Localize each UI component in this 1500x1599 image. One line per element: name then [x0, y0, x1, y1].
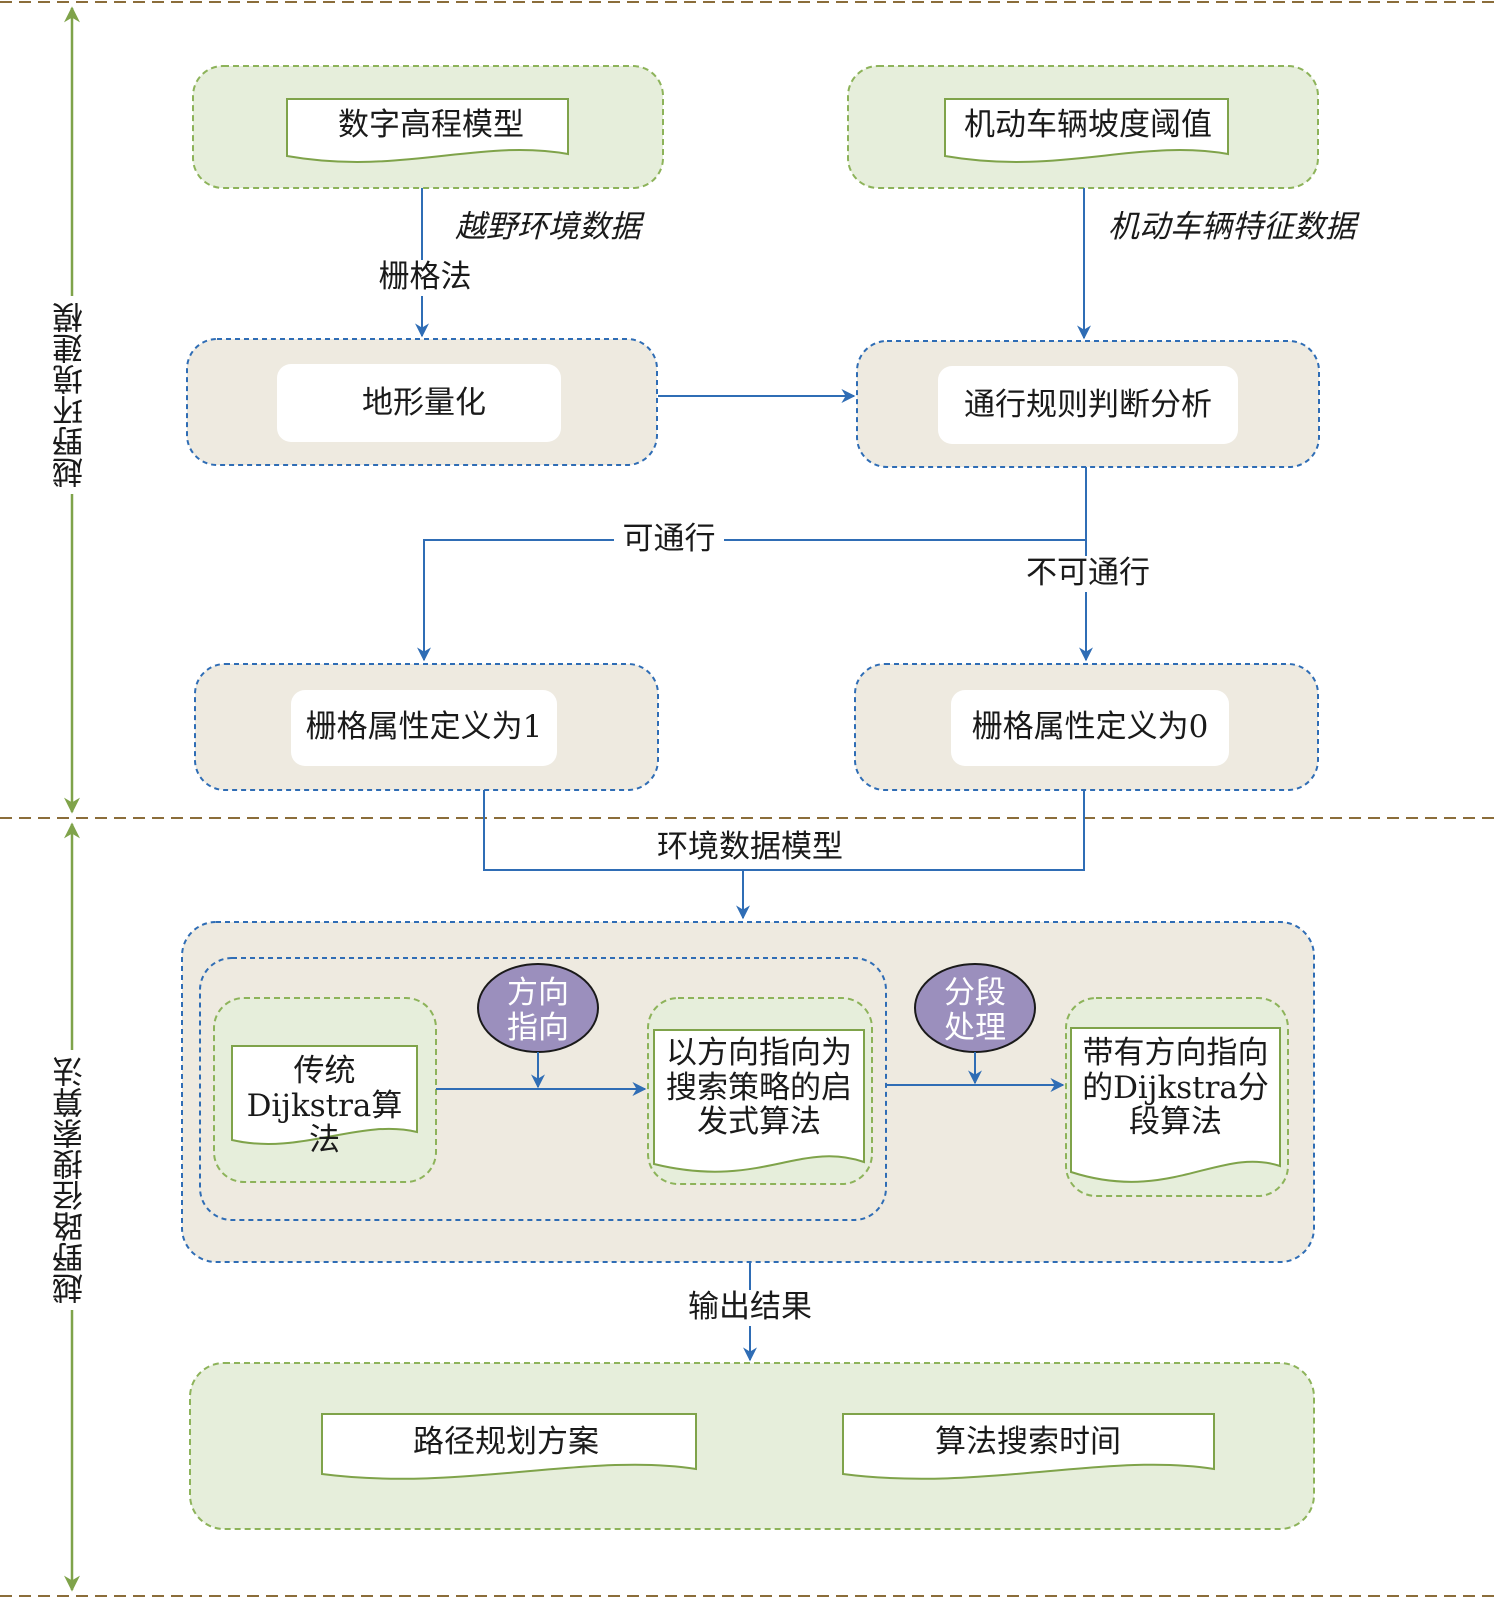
attr-1-node: 栅格属性定义为1 [305, 709, 543, 745]
heuristic-document [653, 1029, 865, 1173]
attr-0-box [951, 690, 1229, 766]
edge-label-raster-method: 栅格法 [378, 259, 472, 295]
label-bg [1018, 556, 1158, 592]
search-time-node: 算法搜索时间 [935, 1424, 1121, 1460]
slope-threshold-document [944, 98, 1229, 163]
rule-analysis-node: 通行规则判断分析 [964, 387, 1212, 423]
attr-1-box [291, 690, 557, 766]
edge-label-passable: 可通行 [622, 521, 716, 557]
attr-0-node: 栅格属性定义为0 [971, 709, 1209, 745]
trad-dijkstra-document [231, 1045, 418, 1145]
heuristic-group [199, 957, 887, 1221]
label-bg [684, 1290, 816, 1326]
dem-document [286, 98, 569, 163]
edge-rule-to-attr-1 [417, 467, 1087, 662]
label-bg [614, 522, 724, 558]
edge-attr-merge [483, 790, 1085, 871]
terrain-quant-node: 地形量化 [362, 385, 486, 421]
path-plan-node: 路径规划方案 [413, 1424, 599, 1460]
section-label-bottom: 越野路径搜索算法 [53, 1050, 89, 1310]
seg-dijkstra-document [1070, 1027, 1281, 1183]
heuristic-node: 以方向指向为搜索策略的启发式算法 [666, 1035, 852, 1141]
edge-label-impassable: 不可通行 [1026, 555, 1150, 591]
segment-badge-label: 分段处理 [944, 975, 1006, 1046]
seg-dijkstra-node: 带有方向指向的Dijkstra分段算法 [1082, 1035, 1269, 1141]
rule-analysis-box [938, 366, 1238, 444]
output-panel [189, 1362, 1315, 1530]
path-plan-document [321, 1413, 697, 1480]
direction-badge-label: 方向指向 [507, 975, 569, 1046]
dem-node: 数字高程模型 [338, 107, 524, 143]
edge-label-env-model: 环境数据模型 [657, 829, 843, 865]
edge-label-output: 输出结果 [688, 1289, 812, 1325]
slope-threshold-node: 机动车辆坡度阈值 [964, 107, 1212, 143]
terrain-quant-box [277, 364, 561, 442]
edge-label-offroad-data: 越野环境数据 [455, 209, 641, 245]
trad-dijkstra-node: 传统Dijkstra算法 [246, 1053, 403, 1159]
label-bg [375, 260, 475, 296]
section-label-top: 越野环境建模 [53, 296, 89, 494]
search-time-document [842, 1413, 1215, 1480]
edge-label-vehicle-data: 机动车辆特征数据 [1108, 209, 1356, 245]
